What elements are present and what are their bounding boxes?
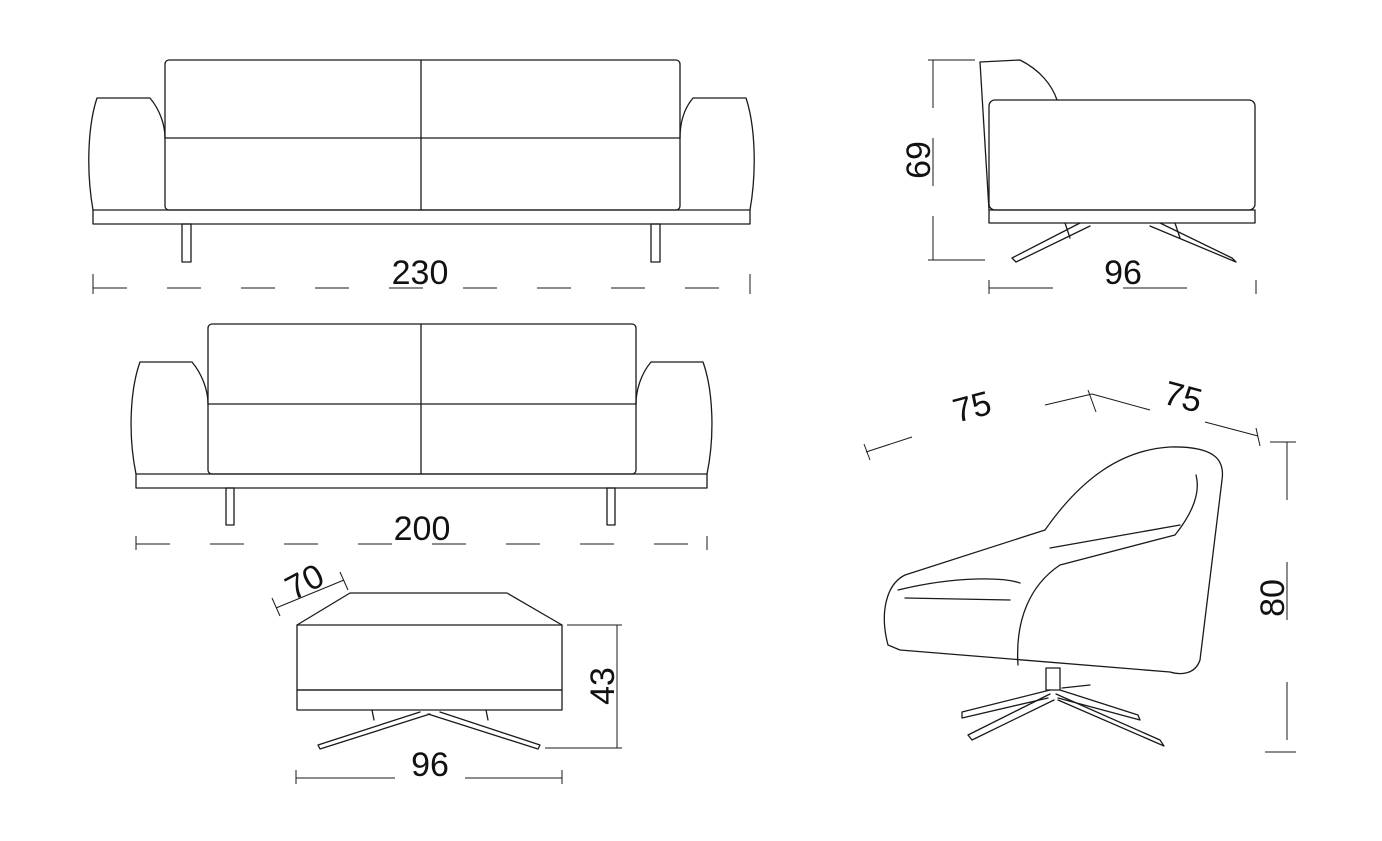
sofa-200-front-view: 200 [130,323,713,550]
ottoman-height-label: 43 [584,667,622,705]
dimension-line-80: 80 [1254,441,1296,753]
dimension-line-75-right: 75 [1087,374,1261,447]
dimension-line-43: 43 [545,624,622,749]
dimension-line-96-side: 96 [988,254,1257,294]
ottoman-view: 70 43 96 [271,557,622,784]
armchair-height-label: 80 [1254,579,1292,617]
armchair-width-label: 75 [949,384,995,430]
sofa-230-front-view: 230 [88,59,755,294]
side-depth-label: 96 [1104,254,1142,292]
sofa-200-width-label: 200 [394,510,451,548]
armchair-view: 75 75 80 [863,374,1296,753]
dimension-line-69: 69 [900,59,985,261]
dimension-line-70: 70 [271,557,349,617]
dimension-line-96-ottoman: 96 [295,746,563,784]
sofa-side-view: 69 96 [900,59,1257,294]
side-height-label: 69 [900,141,938,179]
dimension-line-230: 230 [92,254,751,294]
dimension-line-75-left: 75 [863,384,1093,461]
armchair-depth-label: 75 [1160,374,1206,420]
ottoman-depth-label: 70 [279,557,330,608]
sofa-230-width-label: 230 [392,254,449,292]
dimension-line-200: 200 [135,510,708,550]
ottoman-width-label: 96 [411,746,449,784]
